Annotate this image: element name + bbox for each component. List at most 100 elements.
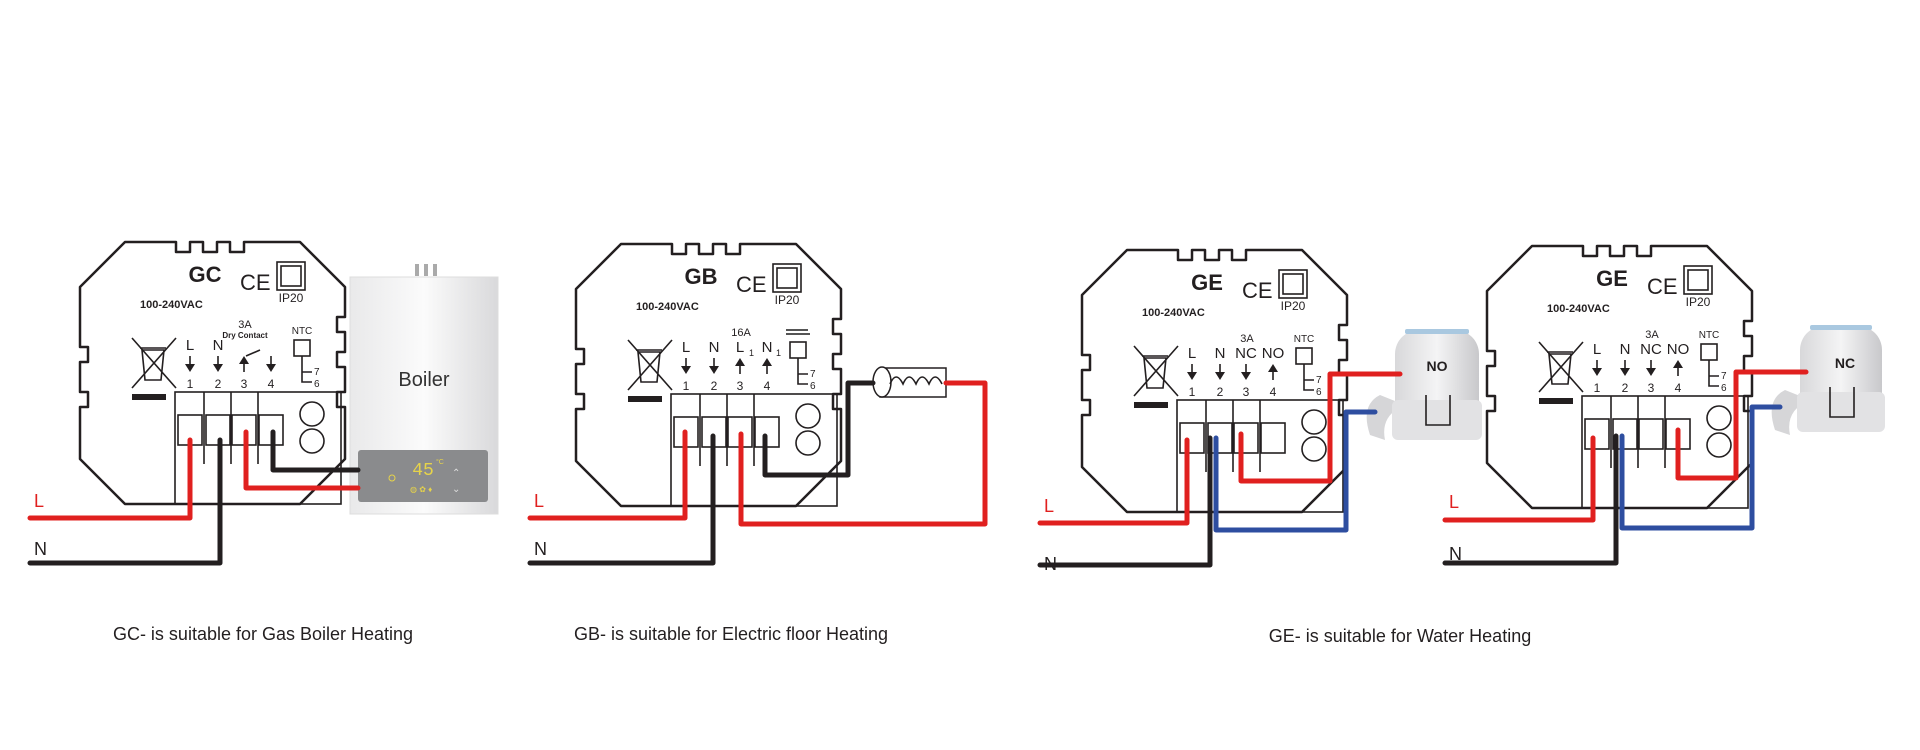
dry-contact-switch-icon [245, 349, 261, 357]
sensor-pin: 6 [810, 381, 816, 392]
ce-mark: CE [736, 272, 767, 297]
rating-sub-label: Dry Contact [222, 331, 268, 340]
ip-rating: IP20 [775, 293, 800, 307]
live-wire [527, 429, 688, 521]
mount-hole [299, 428, 325, 454]
weee-bin-icon [627, 339, 673, 402]
arrow-up-icon [1673, 360, 1683, 376]
arrow-down-icon [709, 358, 719, 374]
terminal-label: N [1620, 341, 1631, 358]
ce-mark: CE [240, 270, 271, 295]
terminal-screw [1179, 422, 1205, 454]
terminal-label: L [682, 339, 690, 356]
ip-rating: IP20 [1281, 299, 1306, 313]
mount-hole [795, 430, 821, 456]
chevron-down-icon: ⌄ [452, 484, 460, 495]
live-wire [1037, 437, 1190, 526]
actuator-wire-blue [1213, 409, 1378, 533]
ce-mark: CE [1242, 278, 1273, 303]
terminal-screw [1584, 418, 1610, 450]
terminal-number: 2 [711, 379, 718, 393]
ip-rating: IP20 [279, 291, 304, 305]
voltage-label: 100-240VAC [1547, 303, 1610, 315]
neutral-label: N [1044, 554, 1057, 574]
actuator-nc: NC [1771, 325, 1885, 435]
terminal-sub: 1 [749, 348, 754, 358]
ip-inner-icon [776, 267, 798, 289]
heater-wire-black [762, 380, 876, 478]
terminal-number: 3 [241, 377, 248, 391]
neutral-label: N [534, 539, 547, 559]
terminal-number: 2 [215, 377, 222, 391]
arrow-down-icon [1215, 364, 1225, 380]
live-label: L [34, 491, 44, 511]
ip-box-icon [276, 261, 306, 291]
terminal-screw [1612, 418, 1638, 450]
power-icon [388, 474, 396, 482]
mount-hole [299, 401, 325, 427]
arrow-down-icon [1620, 360, 1630, 376]
arrow-down-icon [185, 356, 195, 372]
terminal-label: NO [1262, 345, 1285, 362]
module-outline [78, 240, 347, 506]
terminal-label: N [213, 337, 224, 354]
arrow-down-icon [1592, 360, 1602, 376]
terminal-label: NC [1235, 345, 1257, 362]
arrow-down-icon [1241, 364, 1251, 380]
sensor-pin: 6 [1721, 383, 1727, 394]
sensor-pin: 7 [1316, 375, 1322, 386]
weee-bin-icon [131, 337, 177, 400]
terminal-label: L [1593, 341, 1601, 358]
neutral-label: N [1449, 544, 1462, 564]
arrow-up-icon [735, 358, 745, 374]
actuator-wire-red [1675, 369, 1809, 481]
module-outline [1485, 244, 1754, 510]
actuator-wire-blue [1619, 404, 1783, 531]
ip-box-icon [1278, 269, 1308, 299]
terminal-label: L [1188, 345, 1196, 362]
sensor-lead-icon [1708, 360, 1719, 387]
floor-heating-element [872, 366, 947, 398]
gas-boiler: Boiler 45 °C ◍ ✿ ♦ ⌃ ⌄ [349, 264, 499, 515]
weee-bin-icon [1133, 345, 1179, 408]
boiler-wire-black [270, 429, 361, 473]
rating-label: 16A [731, 327, 751, 339]
neutral-label: N [34, 539, 47, 559]
ip-box-icon [1683, 265, 1713, 295]
mount-hole [1706, 405, 1732, 431]
boiler-display-unit: °C [436, 458, 444, 466]
terminal-label: L [736, 339, 744, 356]
sensor-pin: 7 [314, 367, 320, 378]
ce-mark: CE [1647, 274, 1678, 299]
terminal-number: 4 [1270, 385, 1277, 399]
arrow-down-icon [266, 356, 276, 372]
sensor-pin: 6 [1316, 387, 1322, 398]
terminal-number: 4 [268, 377, 275, 391]
terminal-screw [1260, 422, 1286, 454]
model-label: GC [189, 262, 222, 287]
actuator-no: NO [1366, 329, 1482, 440]
boiler-wire-red [243, 429, 361, 491]
arrow-up-icon [762, 358, 772, 374]
sensor-pin: 7 [1721, 371, 1727, 382]
terminal-screw [1233, 422, 1259, 454]
live-wire [1442, 435, 1596, 523]
neutral-wire [27, 437, 223, 566]
actuator-label: NO [1427, 358, 1448, 374]
actuator-label: NC [1835, 355, 1855, 371]
arrow-down-icon [1646, 360, 1656, 376]
ip-rating: IP20 [1686, 295, 1711, 309]
rating-label: 3A [238, 319, 252, 331]
sensor-spec-text [786, 329, 808, 331]
module-outline [574, 242, 843, 508]
mount-hole [1301, 436, 1327, 462]
wires [27, 369, 1809, 568]
voltage-label: 100-240VAC [636, 301, 699, 313]
arrow-up-icon [239, 356, 249, 372]
model-label: GE [1596, 266, 1628, 291]
terminal-number: 3 [737, 379, 744, 393]
sensor-label: NTC [292, 326, 313, 337]
